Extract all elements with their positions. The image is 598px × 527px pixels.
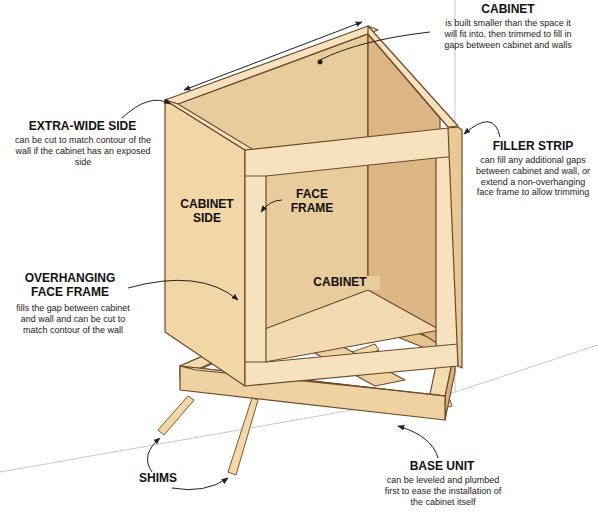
callout-title: BASE UNIT [386, 460, 498, 474]
callout-title: CABINET [438, 3, 578, 17]
callout-note: can be leveled and plumbed first to ease… [384, 475, 502, 507]
shims-front [158, 396, 258, 475]
callout-note: is built smaller than the space it will … [440, 18, 576, 50]
leader-lines [122, 22, 500, 490]
part-label: CABINET SIDE [174, 198, 240, 226]
callout-title: EXTRA-WIDE SIDE [5, 120, 160, 134]
leader-dot [318, 60, 323, 65]
wall-corner [0, 0, 598, 472]
part-label: CABINET [300, 276, 380, 290]
callout-title: OVERHANGING FACE FRAME [10, 272, 130, 300]
callout-note: fills the gap between cabinet and wall a… [8, 303, 138, 335]
callout-title: SHIMS [128, 472, 188, 486]
callout-note: can be cut to match contour of the wall … [14, 135, 152, 167]
callout-note: can fill any additional gaps between cab… [474, 155, 592, 198]
part-label: FACE FRAME [284, 188, 340, 216]
callout-title: FILLER STRIP [474, 140, 592, 154]
